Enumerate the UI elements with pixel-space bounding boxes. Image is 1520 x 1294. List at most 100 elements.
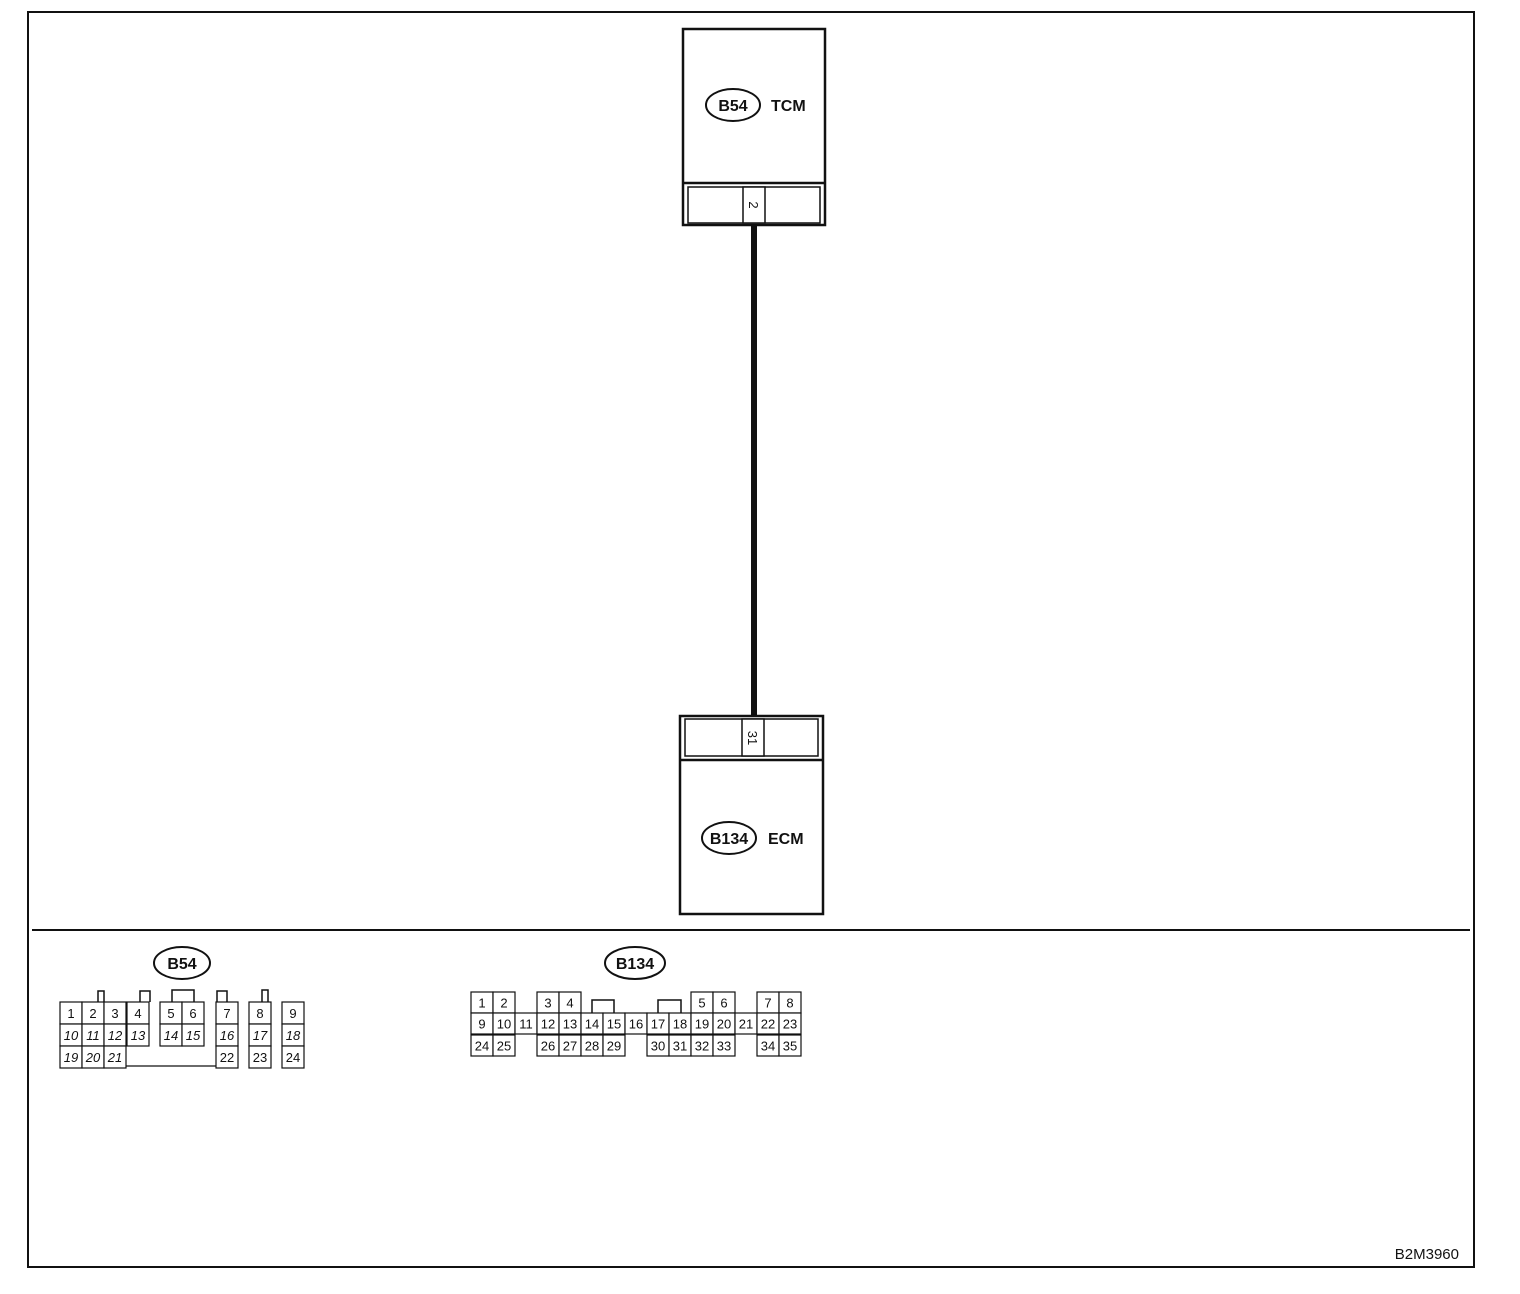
svg-text:4: 4 <box>134 1006 141 1021</box>
b134-pin-7: 7 <box>756 991 780 1014</box>
svg-text:26: 26 <box>541 1039 555 1054</box>
b54-pin-12: 12 <box>103 1023 127 1047</box>
svg-text:9: 9 <box>478 1017 485 1032</box>
b54-pin-7: 7 <box>215 1001 239 1025</box>
svg-text:1: 1 <box>67 1006 74 1021</box>
b54-pin-23: 23 <box>248 1045 272 1069</box>
b134-pin-13: 13 <box>558 1012 582 1035</box>
svg-text:17: 17 <box>651 1017 665 1032</box>
svg-text:9: 9 <box>289 1006 296 1021</box>
tcm-module-name: TCM <box>771 98 806 115</box>
svg-text:11: 11 <box>86 1028 100 1043</box>
svg-text:4: 4 <box>566 996 573 1011</box>
svg-text:24: 24 <box>286 1050 300 1065</box>
b54-pin-16: 16 <box>215 1023 239 1047</box>
svg-text:18: 18 <box>673 1017 687 1032</box>
svg-text:11: 11 <box>519 1017 533 1032</box>
tcm-connector-badge <box>705 88 761 122</box>
svg-text:25: 25 <box>497 1039 511 1054</box>
svg-text:20: 20 <box>85 1050 101 1065</box>
svg-text:19: 19 <box>64 1050 78 1065</box>
svg-text:6: 6 <box>189 1006 196 1021</box>
ecm-pin-number: 31 <box>745 731 760 745</box>
svg-text:34: 34 <box>761 1039 775 1054</box>
ecm-connector-label: B134 <box>710 831 748 848</box>
svg-text:12: 12 <box>541 1017 555 1032</box>
svg-text:23: 23 <box>253 1050 267 1065</box>
b54-pin-15: 15 <box>181 1023 205 1047</box>
b134-pin-10: 10 <box>492 1012 516 1035</box>
svg-text:30: 30 <box>651 1039 665 1054</box>
svg-text:20: 20 <box>717 1017 731 1032</box>
b134-pin-16: 16 <box>624 1012 648 1035</box>
svg-text:22: 22 <box>761 1017 775 1032</box>
svg-text:5: 5 <box>698 996 705 1011</box>
b54-pin-10: 10 <box>59 1023 83 1047</box>
b54-pin-8: 8 <box>248 1001 272 1025</box>
svg-text:7: 7 <box>764 996 771 1011</box>
svg-text:32: 32 <box>695 1039 709 1054</box>
svg-text:8: 8 <box>786 996 793 1011</box>
b54-pin-14: 14 <box>159 1023 183 1047</box>
b54-pin-1: 1 <box>59 1001 83 1025</box>
figure-id: B2M3960 <box>1395 1246 1459 1263</box>
b134-pin-5: 5 <box>690 991 714 1014</box>
svg-text:14: 14 <box>164 1028 178 1043</box>
svg-text:21: 21 <box>107 1050 122 1065</box>
svg-text:28: 28 <box>585 1039 599 1054</box>
b54-pin-4: 4 <box>126 1001 150 1025</box>
svg-text:13: 13 <box>563 1017 577 1032</box>
b134-pin-20: 20 <box>712 1012 736 1035</box>
b54-pin-6: 6 <box>181 1001 205 1025</box>
b134-view-label: B134 <box>616 956 654 973</box>
svg-text:22: 22 <box>220 1050 234 1065</box>
b134-pin-33: 33 <box>712 1034 736 1057</box>
b134-pin-24: 24 <box>470 1034 494 1057</box>
b54-pin-17: 17 <box>248 1023 272 1047</box>
svg-text:17: 17 <box>253 1028 268 1043</box>
b134-pin-2: 2 <box>492 991 516 1014</box>
tcm-pin-number: 2 <box>746 201 761 208</box>
b134-pin-28: 28 <box>580 1034 604 1057</box>
b54-pin-13: 13 <box>126 1023 150 1047</box>
b134-pin-9: 9 <box>470 1012 494 1035</box>
b54-pin-22: 22 <box>215 1045 239 1069</box>
b134-pin-11: 11 <box>514 1012 538 1035</box>
b54-pin-19: 19 <box>59 1045 83 1069</box>
b134-pin-4: 4 <box>558 991 582 1014</box>
svg-text:10: 10 <box>64 1028 79 1043</box>
svg-text:21: 21 <box>739 1017 753 1032</box>
b134-pin-29: 29 <box>602 1034 626 1057</box>
b134-pin-25: 25 <box>492 1034 516 1057</box>
svg-text:23: 23 <box>783 1017 797 1032</box>
b134-pin-35: 35 <box>778 1034 802 1057</box>
svg-text:16: 16 <box>629 1017 643 1032</box>
ecm-module: 31 B134 ECM <box>678 714 825 916</box>
b54-pin-9: 9 <box>281 1001 305 1025</box>
svg-text:3: 3 <box>111 1006 118 1021</box>
tcm-connector-label: B54 <box>718 98 747 115</box>
svg-text:1: 1 <box>478 996 485 1011</box>
b54-pin-11: 11 <box>81 1023 105 1047</box>
b134-pin-19: 19 <box>690 1012 714 1035</box>
svg-text:29: 29 <box>607 1039 621 1054</box>
svg-text:2: 2 <box>500 996 507 1011</box>
svg-text:6: 6 <box>720 996 727 1011</box>
b134-pin-34: 34 <box>756 1034 780 1057</box>
tcm-module: 2 B54 TCM <box>681 27 827 227</box>
b134-pin-8: 8 <box>778 991 802 1014</box>
svg-text:18: 18 <box>286 1028 301 1043</box>
svg-text:5: 5 <box>167 1006 174 1021</box>
svg-text:3: 3 <box>544 996 551 1011</box>
b54-pin-24: 24 <box>281 1045 305 1069</box>
svg-text:33: 33 <box>717 1039 731 1054</box>
b134-pin-22: 22 <box>756 1012 780 1035</box>
b54-pin-5: 5 <box>159 1001 183 1025</box>
svg-text:13: 13 <box>131 1028 146 1043</box>
svg-text:16: 16 <box>220 1028 235 1043</box>
diagram-frame <box>27 11 1475 1268</box>
